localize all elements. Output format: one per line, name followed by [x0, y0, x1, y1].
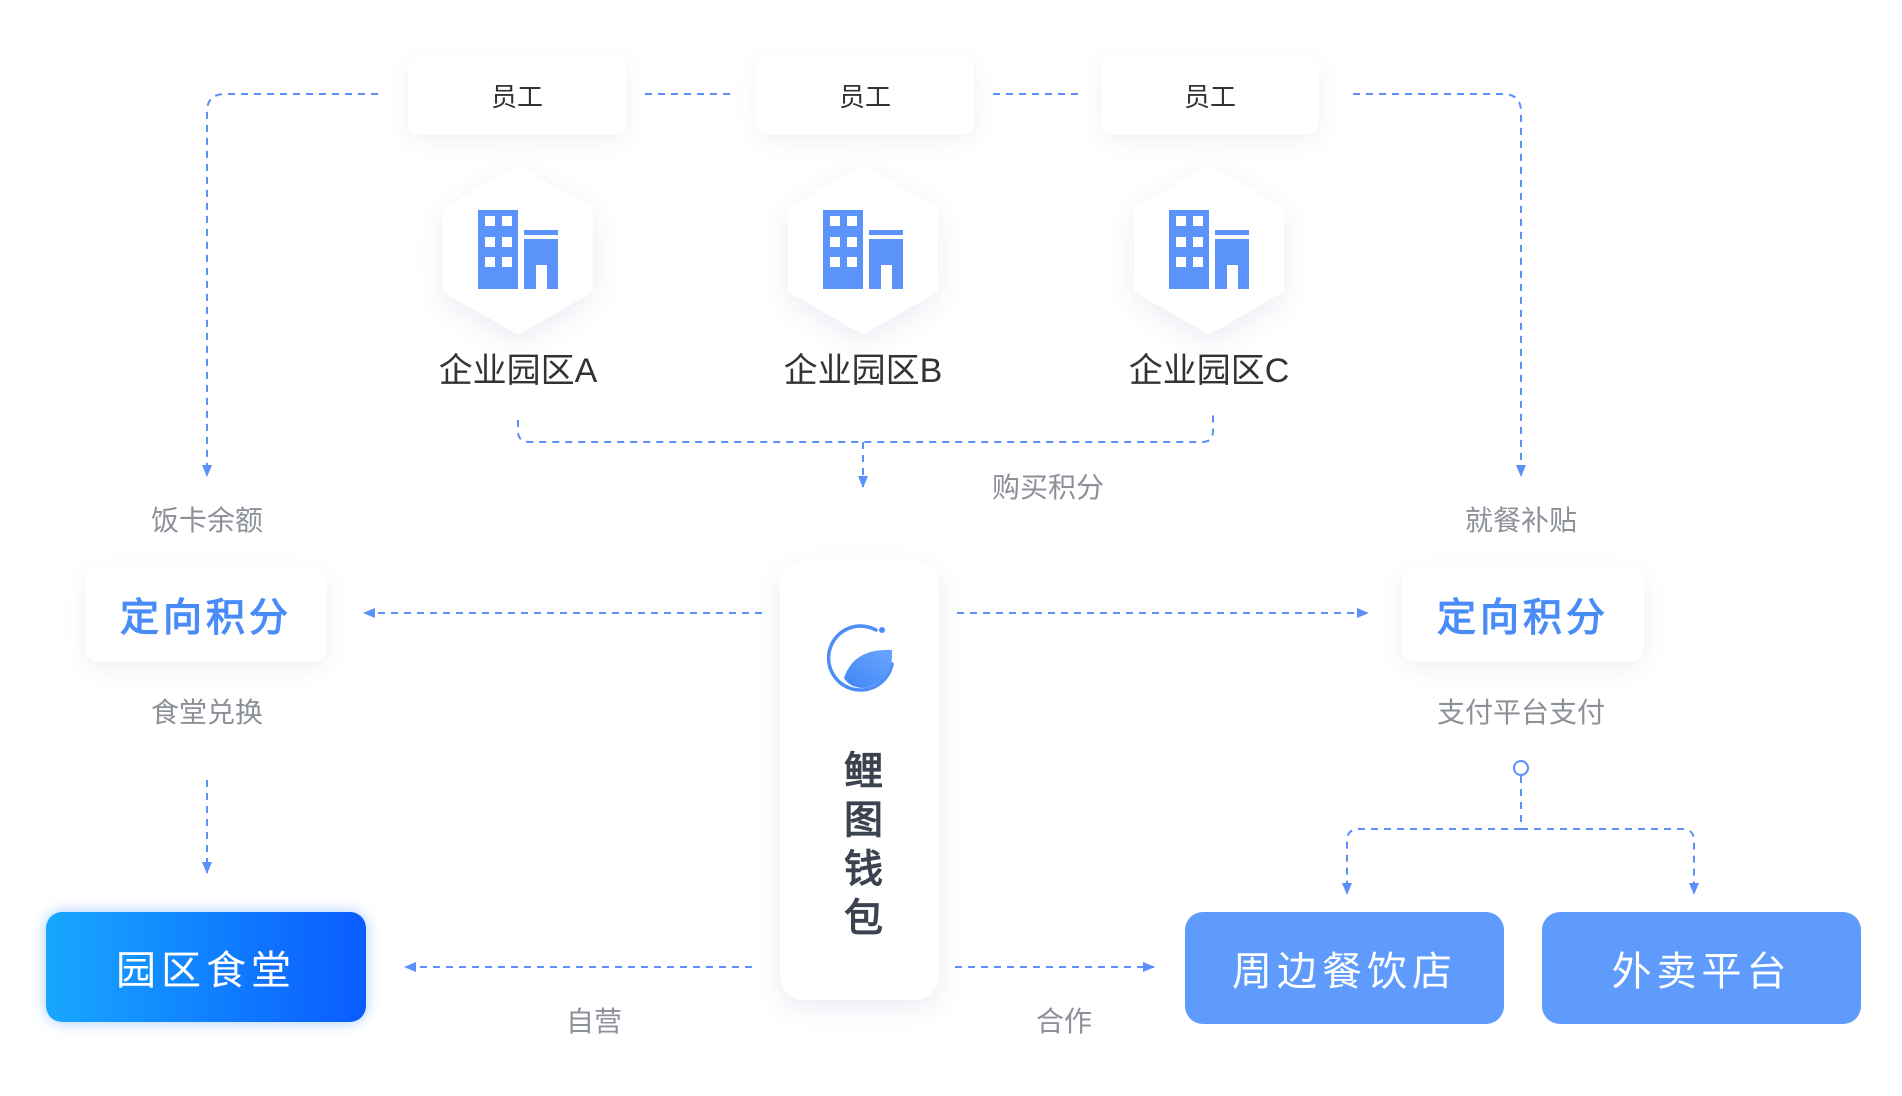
company-label-b: 企业园区B: [783, 352, 943, 390]
employee-box-c: 员工: [1101, 55, 1319, 135]
directed-points-box-right: 定向积分: [1402, 567, 1644, 662]
meal-subsidy-label: 就餐补贴: [1464, 505, 1577, 536]
restaurants-box: 周边餐饮店: [1185, 912, 1504, 1024]
canteen-label: 园区食堂: [116, 949, 296, 993]
wallet-name: 鲤图钱包: [838, 750, 882, 946]
line-employees-to-right: [1353, 93, 1526, 477]
company-card-c: [1133, 165, 1285, 335]
building-icon: [1134, 166, 1284, 334]
line-companies-bracket: [517, 411, 1214, 443]
self-operated-label: 自营: [565, 1006, 622, 1037]
employee-box-b: 员工: [756, 55, 974, 135]
company-card-a: [442, 165, 594, 335]
cooperation-label: 合作: [1035, 1006, 1092, 1037]
employee-label: 员工: [490, 81, 543, 112]
line-junction-to-restaurants: [1342, 828, 1521, 895]
canteen-exchange-label: 食堂兑换: [150, 697, 263, 728]
employee-label: 员工: [838, 81, 891, 112]
directed-points-box-left: 定向积分: [85, 567, 327, 662]
payment-platform-label: 支付平台支付: [1436, 697, 1605, 728]
line-junction-to-delivery: [1521, 828, 1699, 895]
building-icon: [788, 166, 938, 334]
wallet-card: 鲤图钱包: [780, 561, 939, 1000]
company-label-a: 企业园区A: [438, 352, 598, 390]
canteen-box: 园区食堂: [46, 912, 366, 1022]
employee-box-a: 员工: [408, 55, 626, 135]
directed-points-label: 定向积分: [1436, 596, 1609, 640]
company-card-b: [787, 165, 939, 335]
employee-label: 员工: [1183, 81, 1236, 112]
restaurants-label: 周边餐饮店: [1232, 950, 1457, 994]
buy-points-label: 购买积分: [991, 472, 1104, 503]
delivery-label: 外卖平台: [1611, 950, 1792, 994]
directed-points-label: 定向积分: [119, 596, 292, 640]
junction-circle-icon: [1513, 760, 1529, 776]
company-label-c: 企业园区C: [1128, 352, 1290, 390]
line-employees-to-left: [202, 93, 378, 477]
card-balance-label: 饭卡余额: [150, 505, 263, 536]
delivery-box: 外卖平台: [1542, 912, 1861, 1024]
wallet-logo-icon: [826, 624, 894, 692]
building-icon: [443, 166, 593, 334]
